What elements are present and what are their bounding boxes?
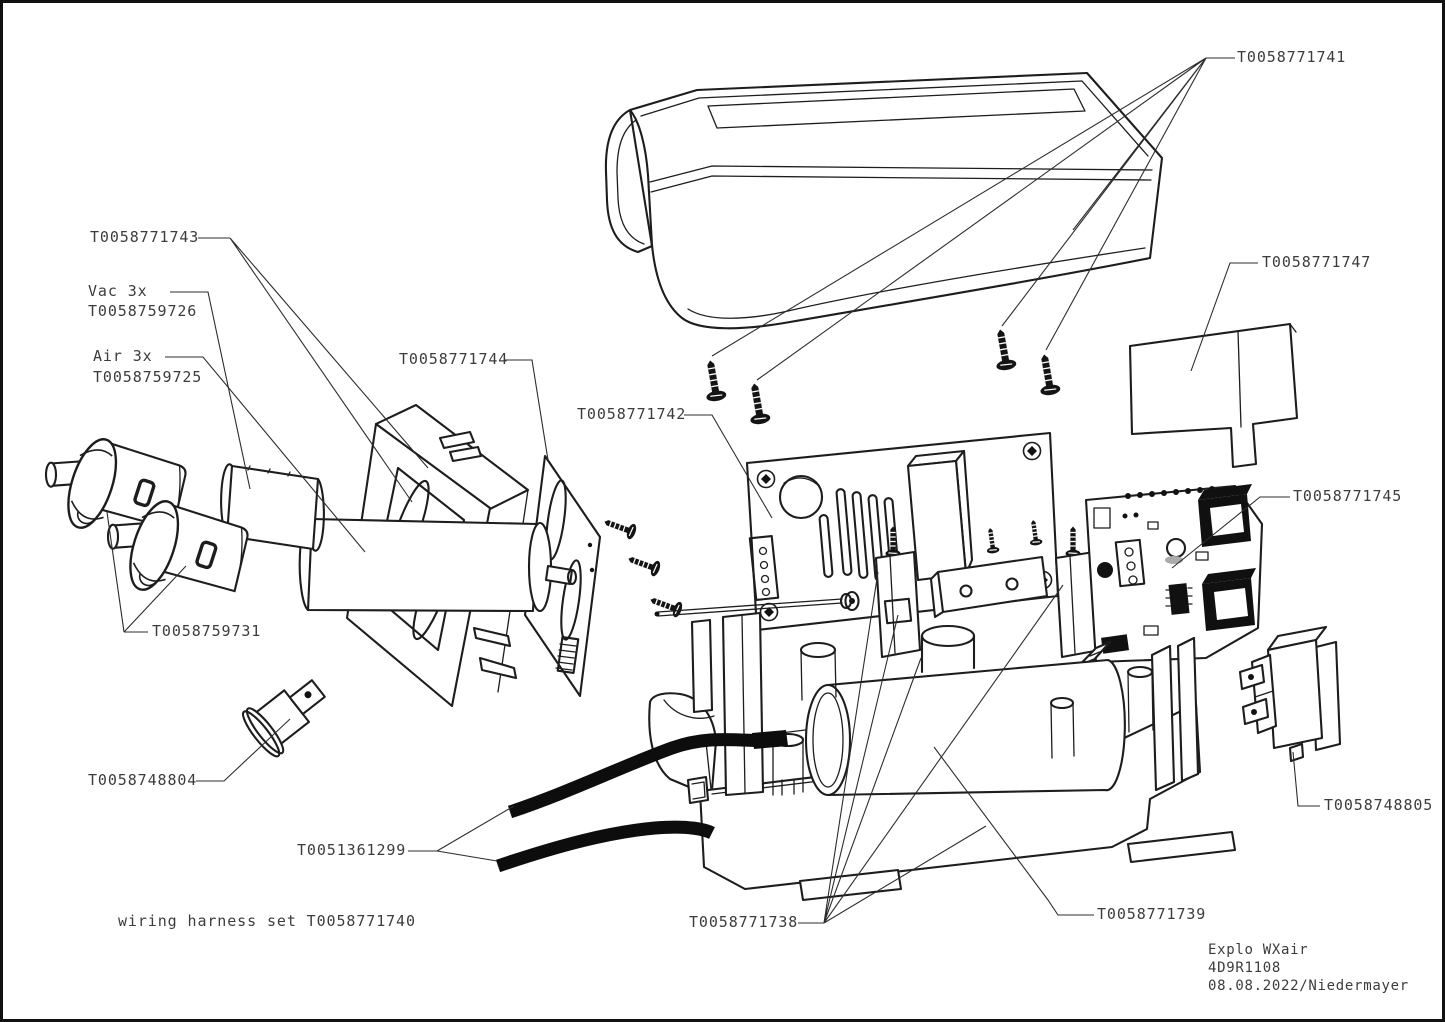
rear-bracket-part xyxy=(1130,324,1297,467)
screw-icon xyxy=(1033,352,1062,398)
cable xyxy=(510,740,768,812)
part-label-power-plug: T0058748804 xyxy=(88,771,198,789)
part-label-vac-part: T0058759726 xyxy=(88,302,198,320)
power-plug-part xyxy=(238,667,336,760)
screw-icon xyxy=(625,550,663,578)
standoff-clamps xyxy=(876,526,1100,658)
screw-icon xyxy=(743,381,772,427)
port-fittings xyxy=(35,426,253,609)
part-label-cover-screws: T0058771741 xyxy=(1237,48,1347,66)
part-label-vac-qty: Vac 3x xyxy=(88,282,148,300)
top-cover-part xyxy=(606,73,1162,328)
title-product: Explo WXair xyxy=(1208,942,1309,958)
part-label-pcb: T0058771745 xyxy=(1293,487,1403,505)
part-label-air-qty: Air 3x xyxy=(93,347,153,365)
cable xyxy=(498,827,712,866)
leader-lines xyxy=(107,58,1320,923)
base-housing-part xyxy=(649,613,1235,900)
screw-icon xyxy=(989,327,1018,373)
pump-part xyxy=(806,626,1153,795)
screw-icon xyxy=(601,513,639,541)
rocker-switch-part xyxy=(1240,627,1340,761)
air-tube-part xyxy=(300,518,576,611)
part-label-cables: T0051361299 xyxy=(297,841,407,859)
mount-plate-part xyxy=(747,433,1058,630)
plate-screws xyxy=(601,513,685,619)
part-label-power-switch: T0058748805 xyxy=(1324,796,1434,814)
cover-screws xyxy=(699,327,1062,427)
shaft-rod xyxy=(654,594,852,617)
part-label-pump-housing: T0058771739 xyxy=(1097,905,1207,923)
part-label-adapter-plate: T0058771744 xyxy=(399,350,509,368)
note-wiring-harness: wiring harness set T0058771740 xyxy=(118,912,416,930)
part-label-standoffs: T0058771738 xyxy=(689,913,799,931)
part-label-front-bezel: T0058771743 xyxy=(90,228,200,246)
part-label-port-fittings: T0058759731 xyxy=(152,622,262,640)
part-label-air-part: T0058759725 xyxy=(93,368,203,386)
title-drawing-code: 4D9R1108 xyxy=(1208,960,1282,976)
part-label-mount-plate: T0058771742 xyxy=(577,405,687,423)
part-label-rear-bracket: T0058771747 xyxy=(1262,253,1372,271)
cables xyxy=(498,730,788,866)
title-date-author: 08.08.2022/Niedermayer xyxy=(1208,978,1409,994)
screw-icon xyxy=(699,358,728,404)
